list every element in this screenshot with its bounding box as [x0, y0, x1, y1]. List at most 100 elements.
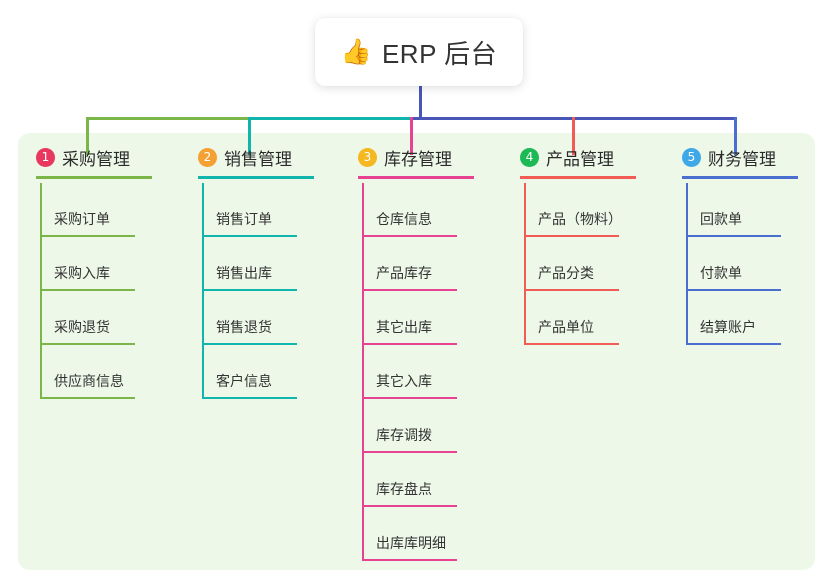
drop-line-2: [248, 117, 251, 155]
branch-header-3[interactable]: 3 库存管理: [340, 145, 452, 169]
leaf-item[interactable]: 销售退货: [202, 291, 297, 345]
leaf-item-label: 产品单位: [538, 319, 594, 335]
branch-header-2[interactable]: 2 销售管理: [180, 145, 292, 169]
leaf-item-underline: [362, 343, 457, 345]
leaf-item-underline: [202, 235, 297, 237]
leaf-item[interactable]: 其它入库: [362, 345, 457, 399]
branch-badge-3: 3: [358, 147, 377, 167]
branch-badge-1: 1: [36, 147, 55, 167]
leaf-item-underline: [202, 343, 297, 345]
leaf-list-2: 销售订单销售出库销售退货客户信息: [180, 183, 297, 399]
leaf-item[interactable]: 回款单: [686, 183, 781, 237]
leaf-list-4: 产品（物料） 产品分类产品单位: [502, 183, 622, 345]
branches-panel: [18, 133, 815, 570]
leaf-item[interactable]: 其它出库: [362, 291, 457, 345]
leaf-item-underline: [686, 235, 781, 237]
leaf-item-underline: [524, 343, 619, 345]
leaf-item[interactable]: 客户信息: [202, 345, 297, 399]
leaf-item-underline: [202, 289, 297, 291]
root-stem: [419, 86, 422, 120]
leaf-item-label: 销售出库: [216, 265, 272, 281]
branch-header-5[interactable]: 5 财务管理: [664, 145, 776, 169]
branch-column-5: 5 财务管理回款单付款单结算账户: [664, 145, 798, 345]
branch-title-5: 财务管理: [708, 149, 776, 169]
leaf-item[interactable]: 销售出库: [202, 237, 297, 291]
leaf-item[interactable]: 库存盘点: [362, 453, 457, 507]
leaf-spine-1: [40, 183, 42, 399]
bus-segment-4: [572, 117, 737, 120]
leaf-item-underline: [686, 343, 781, 345]
branch-title-4: 产品管理: [546, 149, 614, 169]
leaf-spine-3: [362, 183, 364, 561]
leaf-item-label: 采购入库: [54, 265, 110, 281]
branch-title-1: 采购管理: [62, 149, 130, 169]
leaf-item-label: 采购订单: [54, 211, 110, 227]
leaf-item[interactable]: 仓库信息: [362, 183, 457, 237]
leaf-item[interactable]: 销售订单: [202, 183, 297, 237]
branch-underline-2: [198, 176, 314, 179]
branch-header-1[interactable]: 1 采购管理: [18, 145, 130, 169]
branch-column-2: 2 销售管理销售订单销售出库销售退货客户信息: [180, 145, 314, 399]
leaf-item-label: 库存调拨: [376, 427, 432, 443]
branch-title-3: 库存管理: [384, 149, 452, 169]
drop-line-4: [572, 117, 575, 155]
leaf-item-label: 其它出库: [376, 319, 432, 335]
leaf-item-label: 供应商信息: [54, 373, 124, 389]
leaf-item[interactable]: 出库库明细: [362, 507, 457, 561]
drop-line-5: [734, 117, 737, 155]
leaf-item[interactable]: 库存调拨: [362, 399, 457, 453]
leaf-item-label: 销售退货: [216, 319, 272, 335]
branch-underline-3: [358, 176, 474, 179]
leaf-item-underline: [524, 289, 619, 291]
leaf-item-label: 采购退货: [54, 319, 110, 335]
leaf-item-underline: [362, 559, 457, 561]
leaf-item[interactable]: 采购订单: [40, 183, 135, 237]
leaf-item-label: 出库库明细: [376, 535, 446, 551]
drop-line-1: [86, 117, 89, 155]
leaf-item-underline: [362, 235, 457, 237]
leaf-item[interactable]: 采购退货: [40, 291, 135, 345]
leaf-list-1: 采购订单采购入库采购退货供应商信息: [18, 183, 135, 399]
leaf-item[interactable]: 采购入库: [40, 237, 135, 291]
branch-title-2: 销售管理: [224, 149, 292, 169]
leaf-item-underline: [686, 289, 781, 291]
leaf-item[interactable]: 付款单: [686, 237, 781, 291]
leaf-item-underline: [40, 343, 135, 345]
branch-column-1: 1 采购管理采购订单采购入库采购退货供应商信息: [18, 145, 152, 399]
leaf-list-3: 仓库信息产品库存其它出库其它入库库存调拨库存盘点出库库明细: [340, 183, 457, 561]
root-node[interactable]: 👍 ERP 后台: [315, 18, 523, 86]
branch-badge-2: 2: [198, 147, 217, 167]
leaf-item[interactable]: 产品分类: [524, 237, 619, 291]
leaf-item-label: 回款单: [700, 211, 742, 227]
leaf-item-label: 产品分类: [538, 265, 594, 281]
bus-segment-3: [410, 117, 575, 120]
leaf-item[interactable]: 产品单位: [524, 291, 619, 345]
branch-underline-4: [520, 176, 636, 179]
leaf-item-label: 库存盘点: [376, 481, 432, 497]
leaf-item-underline: [362, 451, 457, 453]
leaf-item[interactable]: 产品（物料）: [524, 183, 622, 237]
leaf-item-label: 产品（物料）: [538, 211, 622, 227]
leaf-item-underline: [524, 235, 619, 237]
bus-segment-2: [248, 117, 413, 120]
leaf-spine-5: [686, 183, 688, 345]
leaf-item[interactable]: 供应商信息: [40, 345, 135, 399]
leaf-item-underline: [362, 289, 457, 291]
branch-column-3: 3 库存管理仓库信息产品库存其它出库其它入库库存调拨库存盘点出库库明细: [340, 145, 474, 561]
leaf-item[interactable]: 结算账户: [686, 291, 781, 345]
leaf-item-underline: [40, 289, 135, 291]
branch-underline-1: [36, 176, 152, 179]
leaf-item-label: 客户信息: [216, 373, 272, 389]
leaf-item-label: 其它入库: [376, 373, 432, 389]
thumbs-up-icon: 👍: [340, 37, 372, 66]
leaf-item-label: 仓库信息: [376, 211, 432, 227]
leaf-item-label: 付款单: [700, 265, 742, 281]
branch-underline-5: [682, 176, 798, 179]
leaf-item-underline: [362, 397, 457, 399]
drop-line-3: [410, 117, 413, 155]
leaf-item[interactable]: 产品库存: [362, 237, 457, 291]
branch-badge-5: 5: [682, 147, 701, 167]
leaf-item-label: 销售订单: [216, 211, 272, 227]
